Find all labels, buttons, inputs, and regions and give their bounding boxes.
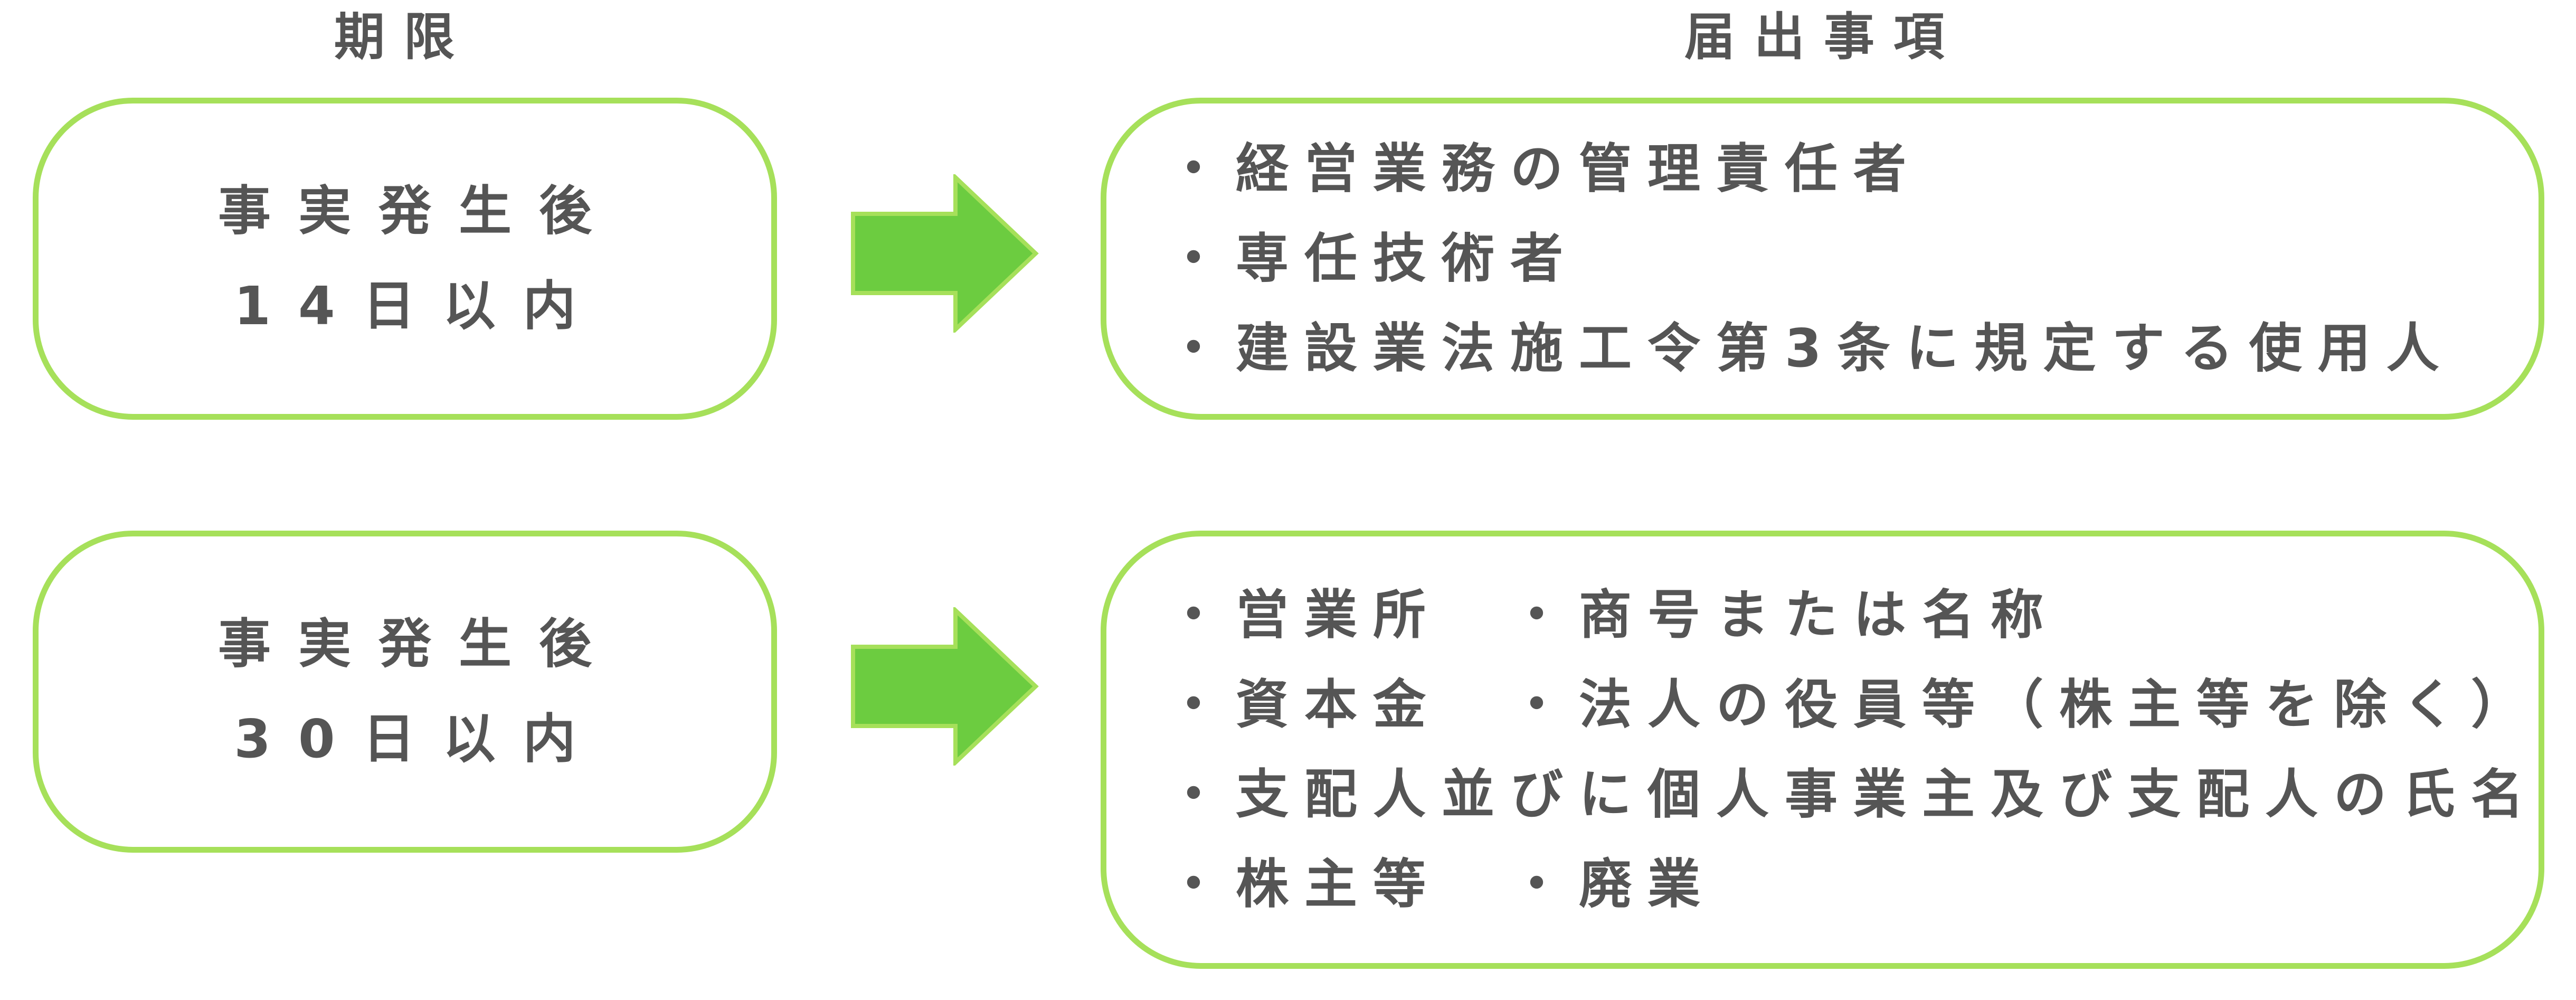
deadline-column-header: 期限 (334, 7, 473, 67)
list-item: ・経営業務の管理責任者 (1167, 138, 1922, 200)
list-item: ・株主等 ・廃業 (1167, 853, 1716, 915)
right-arrow-icon (851, 607, 1039, 766)
deadline-condition-label: 事実発生後 (218, 613, 619, 675)
list-item: ・営業所 ・商号または名称 (1167, 584, 2059, 646)
notification-items-column-header: 届出事項 (1684, 7, 1963, 67)
deadline-condition-label: 事実発生後 (218, 180, 619, 242)
right-arrow-icon (851, 174, 1039, 333)
list-item: ・専任技術者 (1167, 228, 1579, 289)
list-item: ・建設業法施工令第3条に規定する使用人 (1167, 317, 2455, 379)
notification-items-box-30-days: ・営業所 ・商号または名称 ・資本金 ・法人の役員等（株主等を除く） ・支配人並… (1101, 531, 2544, 969)
notification-items-box-14-days: ・経営業務の管理責任者 ・専任技術者 ・建設業法施工令第3条に規定する使用人 (1101, 98, 2544, 420)
list-item: ・支配人並びに個人事業主及び支配人の氏名 (1167, 763, 2540, 825)
deadline-box-14-days: 事実発生後 14日以内 (33, 98, 777, 420)
deadline-period-label: 14日以内 (234, 275, 603, 337)
deadline-period-label: 30日以内 (234, 708, 603, 770)
list-item: ・資本金 ・法人の役員等（株主等を除く） (1167, 674, 2540, 735)
deadline-box-30-days: 事実発生後 30日以内 (33, 531, 777, 853)
